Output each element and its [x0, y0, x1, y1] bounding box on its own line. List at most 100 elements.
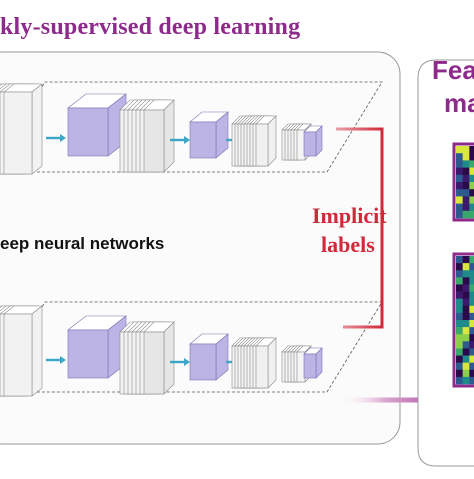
- heatmap-cell: [456, 196, 463, 204]
- heatmap-cell: [456, 146, 463, 154]
- diagram-title: kly-supervised deep learning: [0, 14, 301, 40]
- feature-maps-line1: Fea: [432, 55, 474, 85]
- heatmap-cell: [462, 160, 470, 168]
- heatmap-cell: [456, 174, 463, 183]
- heatmap-cell: [469, 174, 474, 183]
- heatmap-cell: [462, 305, 470, 314]
- heatmap-cell: [469, 210, 474, 219]
- heatmap-cell: [462, 167, 470, 176]
- layer-slice: [143, 331, 165, 395]
- heatmap-cell: [456, 182, 463, 190]
- heatmap-cell: [469, 327, 474, 335]
- heatmap-cell: [456, 298, 463, 307]
- layer-slice: [31, 305, 43, 397]
- heatmap-cell: [462, 320, 470, 328]
- implicit-connector: [336, 127, 384, 329]
- heatmap-cell: [469, 312, 474, 321]
- heatmap-cell: [462, 182, 470, 190]
- heatmap-cell: [456, 263, 463, 271]
- layer-slice: [67, 329, 109, 379]
- heatmap-cell: [469, 355, 474, 363]
- heatmap-cell: [469, 348, 474, 356]
- lower-network: [0, 305, 323, 397]
- feature-map-top: [456, 146, 474, 219]
- heatmap-cell: [456, 369, 463, 378]
- heatmap-cell: [469, 270, 474, 278]
- arrow-right-icon: [184, 136, 190, 144]
- heatmap-cell: [456, 362, 463, 371]
- heatmap-cell: [462, 327, 470, 335]
- heatmap-cell: [469, 298, 474, 307]
- heatmap-cell: [469, 182, 474, 190]
- heatmap-cell: [456, 203, 463, 212]
- heatmap-cell: [456, 284, 463, 292]
- heatmap-cell: [462, 312, 470, 321]
- heatmap-cell: [456, 277, 463, 285]
- heatmap-cell: [456, 153, 463, 161]
- layer-slice: [255, 123, 269, 167]
- heatmap-cell: [462, 263, 470, 271]
- heatmap-cell: [469, 334, 474, 342]
- heatmap-cell: [469, 369, 474, 378]
- layer-slice: [3, 91, 33, 175]
- feature-maps-line2: ma: [444, 88, 474, 118]
- feature-map-bottom: [456, 256, 474, 385]
- layer-slice: [143, 109, 165, 173]
- heatmap-cell: [462, 256, 470, 264]
- heatmap-cell: [456, 320, 463, 328]
- heatmap-cell: [462, 210, 470, 219]
- heatmap-cell: [469, 341, 474, 349]
- heatmap-cell: [456, 355, 463, 363]
- heatmap-cell: [456, 305, 463, 314]
- layer-slice: [267, 337, 277, 389]
- heatmap-cell: [456, 167, 463, 176]
- layer-slice: [31, 83, 43, 175]
- heatmap-cell: [462, 277, 470, 285]
- layer-slice: [189, 121, 217, 159]
- heatmap-cell: [462, 341, 470, 349]
- arrow-right-icon: [184, 358, 190, 366]
- heatmap-cell: [456, 210, 463, 219]
- layer-slice: [67, 107, 109, 157]
- heatmap-cell: [462, 376, 470, 385]
- implicit-labels-line2: labels: [321, 232, 375, 257]
- layer-slice: [255, 345, 269, 389]
- heatmap-cell: [456, 256, 463, 264]
- upper-network: [0, 83, 323, 175]
- layer-slice: [303, 131, 317, 157]
- heatmap-cell: [456, 291, 463, 299]
- heatmap-cell: [469, 196, 474, 204]
- heatmap-cell: [469, 256, 474, 264]
- heatmap-cell: [462, 348, 470, 356]
- heatmap-cell: [456, 348, 463, 356]
- heatmap-cell: [469, 284, 474, 292]
- heatmap-cell: [462, 291, 470, 299]
- heatmap-cell: [469, 160, 474, 168]
- heatmap-cell: [469, 263, 474, 271]
- heatmap-cell: [469, 291, 474, 299]
- heatmap-cell: [456, 327, 463, 335]
- heatmap-cell: [469, 189, 474, 197]
- heatmap-cell: [456, 334, 463, 342]
- implicit-labels-line1: Implicit: [312, 203, 387, 228]
- heatmap-cell: [469, 277, 474, 285]
- layer-slice: [189, 343, 217, 381]
- heatmap-cell: [469, 153, 474, 161]
- heatmap-cell: [469, 305, 474, 314]
- heatmap-cell: [462, 362, 470, 371]
- heatmap-cell: [462, 284, 470, 292]
- heatmap-cell: [469, 203, 474, 212]
- layer-slice: [303, 353, 317, 379]
- heatmap-cell: [462, 334, 470, 342]
- layer-slice: [163, 99, 175, 173]
- heatmap-cell: [462, 174, 470, 183]
- heatmap-cell: [456, 312, 463, 321]
- heatmap-cell: [462, 153, 470, 161]
- heatmap-cell: [469, 167, 474, 176]
- heatmap-cell: [469, 376, 474, 385]
- heatmap-cell: [462, 355, 470, 363]
- heatmap-cell: [456, 376, 463, 385]
- layer-slice: [267, 115, 277, 167]
